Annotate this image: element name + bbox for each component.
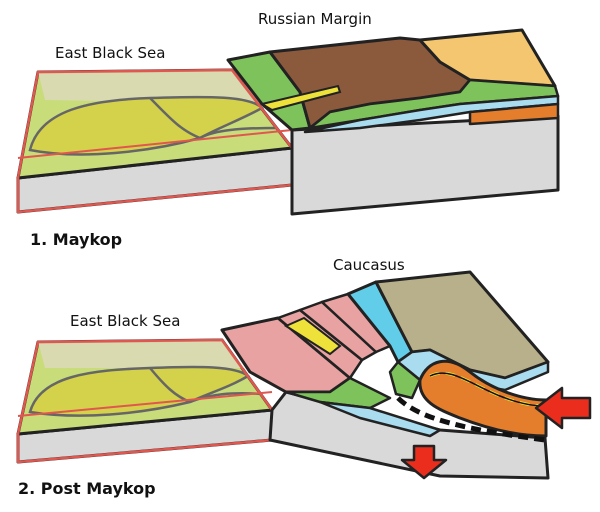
yellow-thrust-sheet [283, 316, 342, 356]
panel-maykop: East Black Sea Russian Margin 1. Maykop [16, 10, 560, 249]
margin-sky-layer [303, 94, 560, 134]
panel-title-post-maykop: 2. Post Maykop [18, 479, 156, 498]
subsidence-arrow [400, 444, 448, 480]
yellow-sand-wedge [259, 84, 342, 112]
basin-back-shelf [38, 70, 262, 104]
margin-orange-layer [468, 102, 560, 126]
basin-block-2 [16, 338, 274, 464]
compression-arrow [534, 386, 592, 430]
folded-green-layer [388, 360, 422, 400]
label-caucasus: Caucasus [333, 256, 405, 274]
margin-block-1 [226, 28, 560, 216]
caucasus-block-front-face [268, 390, 550, 480]
fan-channel-lines [149, 97, 277, 140]
dashed-fold-outline [429, 372, 546, 407]
label-east-black-sea-2: East Black Sea [70, 312, 180, 330]
panel-title-maykop: 1. Maykop [30, 230, 122, 249]
box-edge-line [17, 391, 273, 417]
box-edge-line [17, 129, 293, 159]
label-east-black-sea-1: East Black Sea [55, 44, 165, 62]
dashed-detachment-black [396, 396, 546, 443]
orange-detachment-fold [418, 359, 548, 438]
caucasus-block [220, 270, 550, 480]
label-russian-margin: Russian Margin [258, 10, 372, 28]
sky-foreland-strip [318, 400, 442, 438]
basin-back-shelf [38, 340, 244, 368]
panel-post-maykop: East Black Sea Caucasus 2. Post Maykop [16, 256, 592, 498]
